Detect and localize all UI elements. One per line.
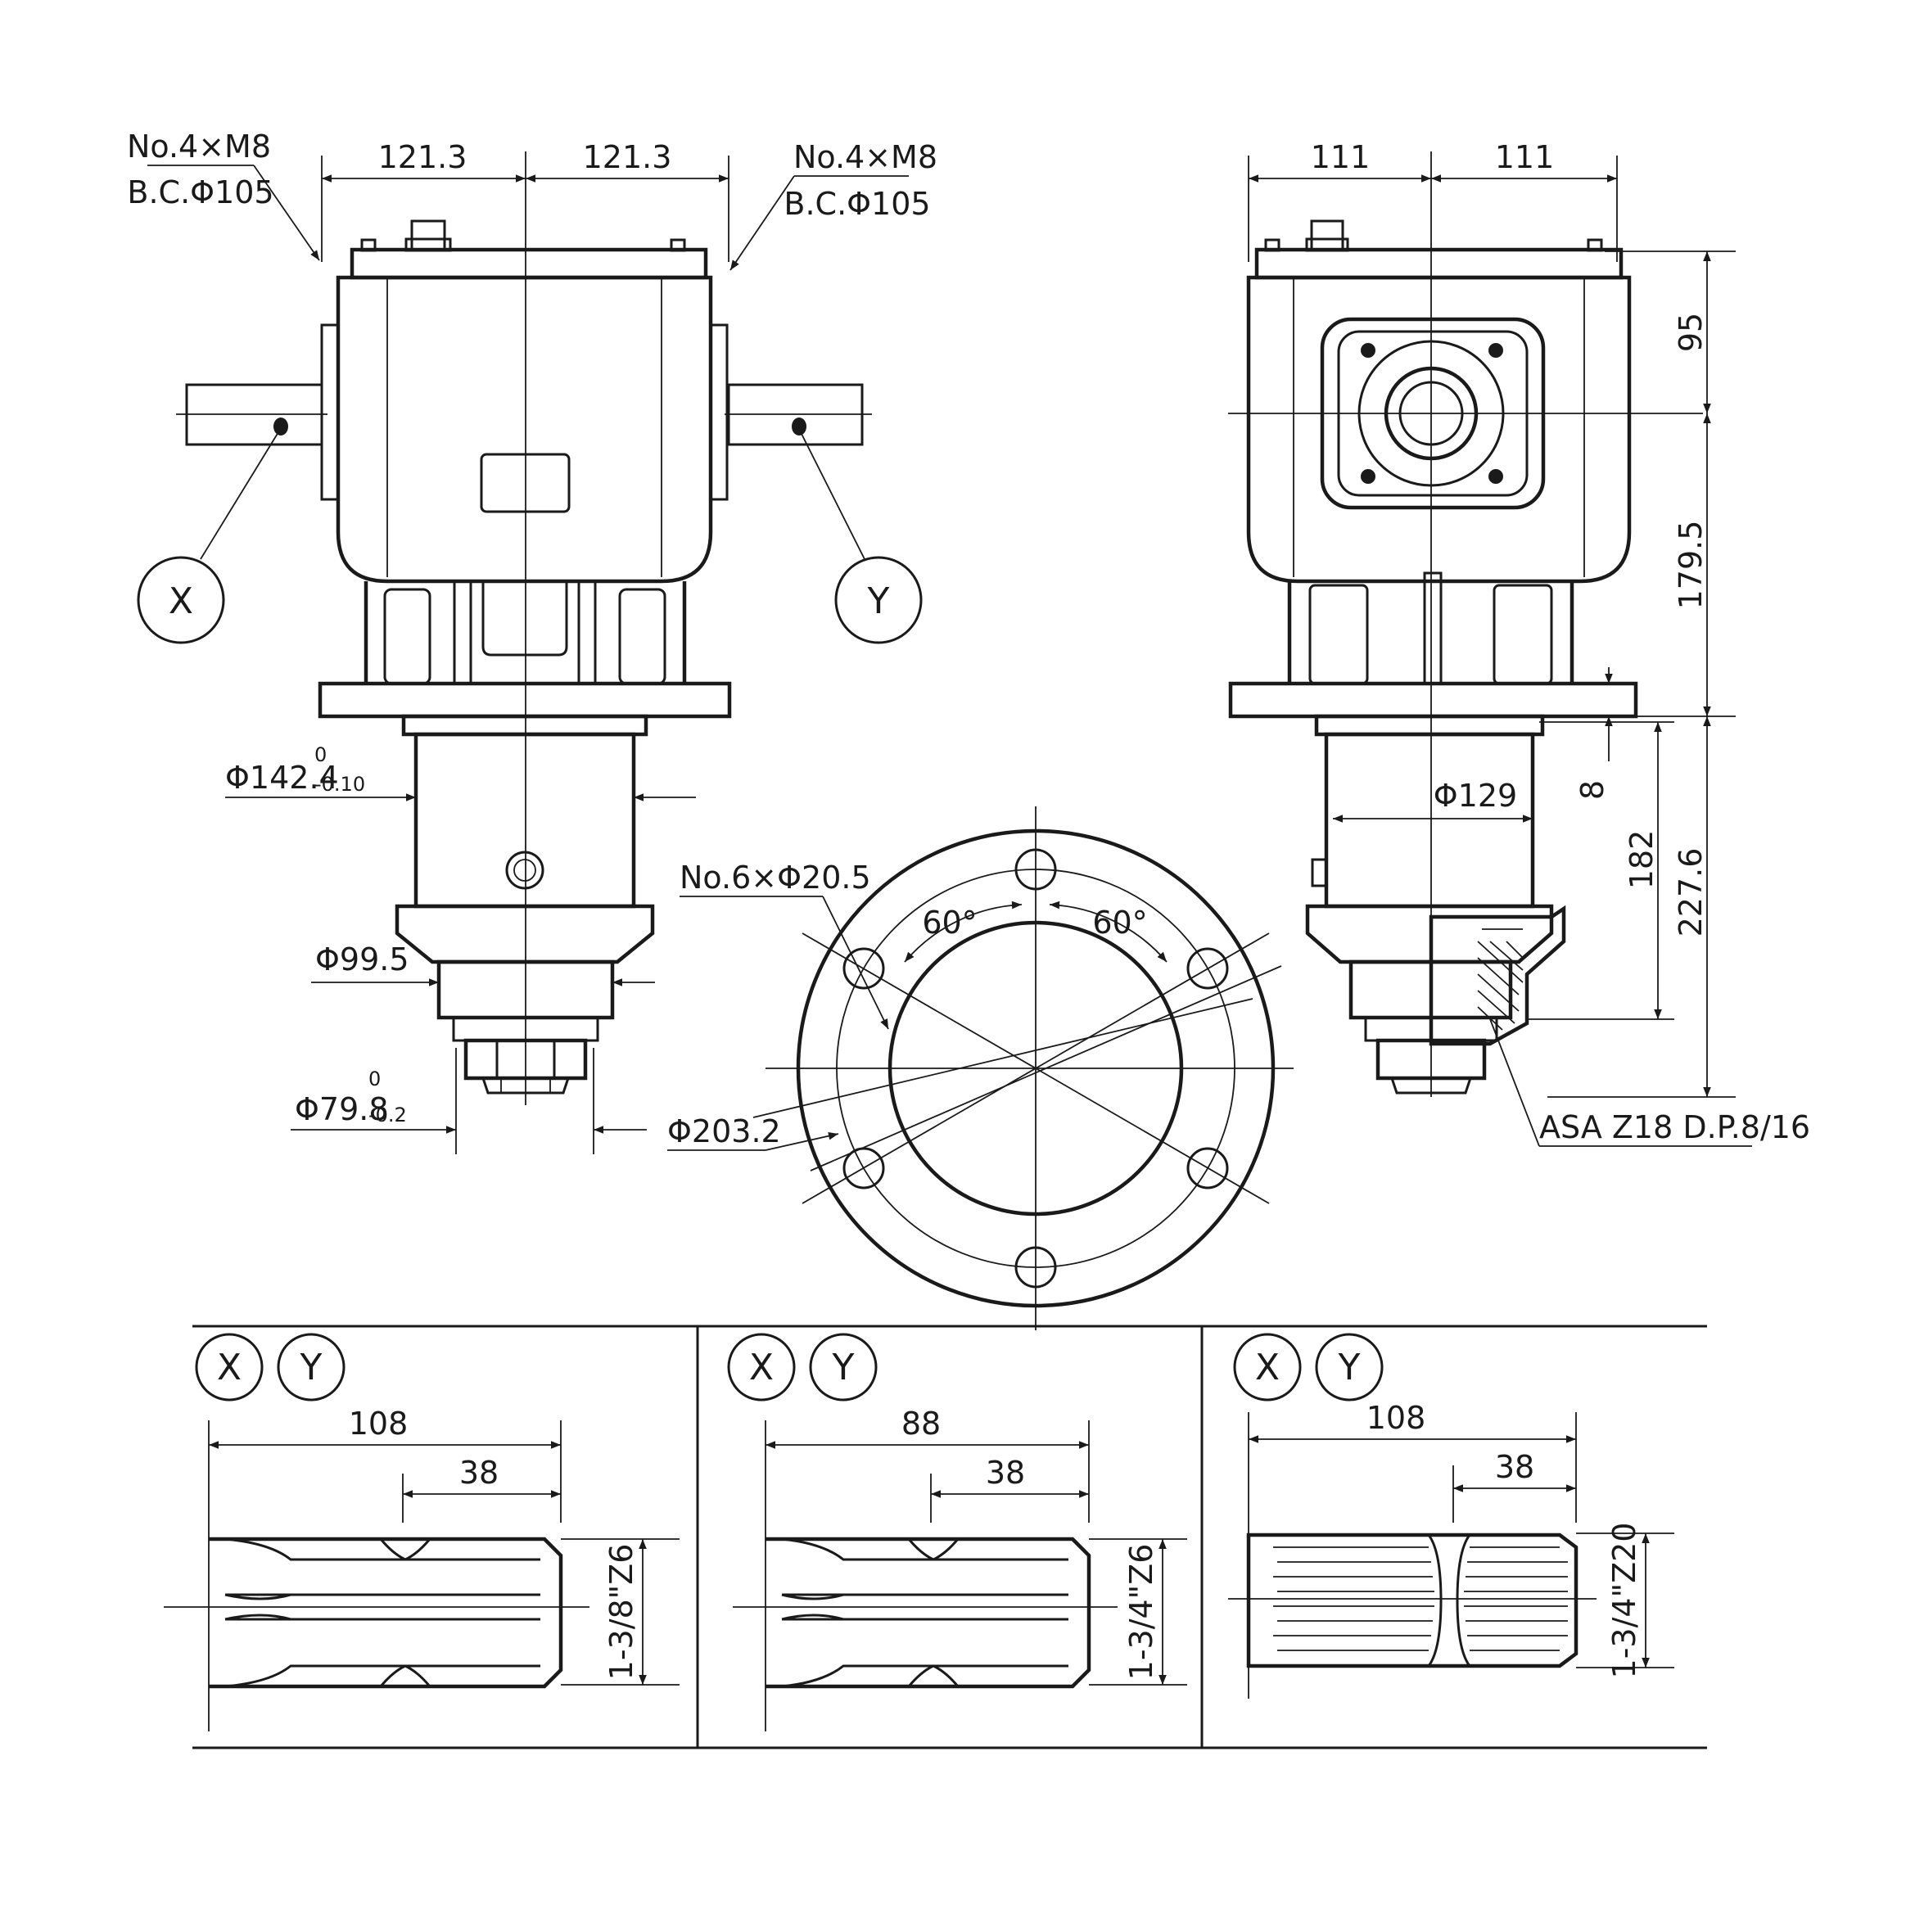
side-total-length-label: 227.6 (1673, 848, 1709, 937)
side-mounting-flange (1228, 681, 1638, 719)
front-pilot-tol-upper: 0 (314, 743, 327, 766)
front-hub-tol-lower: -0.2 (368, 1104, 407, 1126)
option2-x-label: X (749, 1347, 774, 1388)
option1-spline-length: 38 (459, 1455, 499, 1491)
side-pilot-dia: Φ129 (1434, 778, 1517, 814)
front-view: 121.3 121.3 No.4×M8 B.C.Φ105 No.4×M8 B.C… (127, 129, 937, 1154)
flange-angle-right: 60° (1092, 905, 1147, 941)
side-output-length-label: 182 (1624, 830, 1660, 890)
option3-spline-teeth (1273, 1546, 1568, 1651)
front-callout-x: X (169, 580, 193, 622)
flange-hole (1014, 848, 1057, 891)
front-callout-y-circle (834, 556, 923, 644)
front-step-dia: Φ99.5 (315, 941, 409, 977)
shaft-option-1: X Y 108 38 1-3/8"Z6 (164, 1333, 680, 1731)
option3-shaft-size: 1-3/4"Z20 (1606, 1523, 1642, 1679)
side-gear-note: ASA Z18 D.P.8/16 (1539, 1109, 1810, 1145)
front-mounting-flange (318, 681, 732, 719)
flange-outer (796, 828, 1276, 1308)
option2-shaft-size: 1-3/4"Z6 (1123, 1544, 1159, 1681)
flange-hole (1014, 1246, 1057, 1289)
side-width-right-label: 111 (1495, 139, 1555, 175)
front-pilot-dia: Φ142.4 (225, 760, 339, 796)
front-hub-tol-upper: 0 (368, 1068, 381, 1090)
flange-hole (842, 1147, 885, 1189)
front-width-left-label: 121.3 (378, 139, 467, 175)
option2-spline-length: 38 (986, 1455, 1025, 1491)
front-left-bolt-count: No.4×M8 (127, 129, 271, 165)
option2-overall-length: 88 (901, 1406, 941, 1442)
option3-y-label: Y (1338, 1347, 1361, 1388)
shaft-options-table: X Y 108 38 1-3/8"Z6 X Y (164, 1325, 1707, 1749)
option2-y-label: Y (832, 1347, 855, 1388)
shaft-option-3: X Y 108 38 1-3/4"Z20 (1228, 1333, 1674, 1699)
flange-hole (1186, 1147, 1229, 1189)
option1-shaft-outline (209, 1537, 563, 1689)
side-input-flange (1320, 317, 1546, 510)
front-callout-x-circle (137, 556, 225, 644)
side-gear-section (1429, 905, 1566, 1046)
front-pilot-tol-lower: -0.10 (314, 773, 365, 796)
flange-view: 60° 60° No.6×Φ20.5 Φ203.2 (667, 806, 1294, 1330)
front-housing (336, 275, 713, 584)
flange-bolt-circle-dia: Φ203.2 (667, 1113, 781, 1149)
flange-bore (887, 920, 1184, 1217)
flange-hole (1186, 947, 1229, 990)
option1-y-label: Y (300, 1347, 323, 1388)
shaft-option-2: X Y 88 38 1-3/4"Z6 (727, 1333, 1187, 1731)
option2-shaft-outline (766, 1537, 1091, 1689)
front-width-right-label: 121.3 (583, 139, 672, 175)
option3-overall-length: 108 (1366, 1400, 1426, 1436)
option1-overall-length: 108 (349, 1406, 409, 1442)
front-right-bolt-count: No.4×M8 (793, 139, 937, 175)
inspection-plate (480, 453, 571, 513)
front-right-bolt-circle: B.C.Φ105 (784, 186, 930, 222)
side-view: 111 111 95 179.5 227.6 182 8 Φ129 ASA Z1… (1228, 139, 1810, 1147)
side-housing (1246, 275, 1632, 584)
flange-angle-left: 60° (922, 905, 977, 941)
option3-spline-length: 38 (1495, 1449, 1534, 1485)
option1-shaft-size: 1-3/8"Z6 (603, 1544, 639, 1681)
flange-bolt-circle (836, 869, 1235, 1268)
option3-shaft-outline (1246, 1533, 1579, 1668)
front-callout-y: Y (867, 580, 890, 622)
side-flange-thickness-label: 8 (1574, 780, 1610, 800)
front-hub-dia: Φ79.8 (295, 1091, 389, 1127)
side-height-top-label: 95 (1673, 313, 1709, 352)
side-height-body-label: 179.5 (1673, 521, 1709, 610)
flange-holes-note: No.6×Φ20.5 (680, 860, 871, 896)
option3-x-label: X (1255, 1347, 1280, 1388)
front-left-bolt-circle: B.C.Φ105 (127, 174, 273, 210)
side-width-left-label: 111 (1311, 139, 1371, 175)
flange-hole (842, 947, 885, 990)
option1-x-label: X (217, 1347, 242, 1388)
